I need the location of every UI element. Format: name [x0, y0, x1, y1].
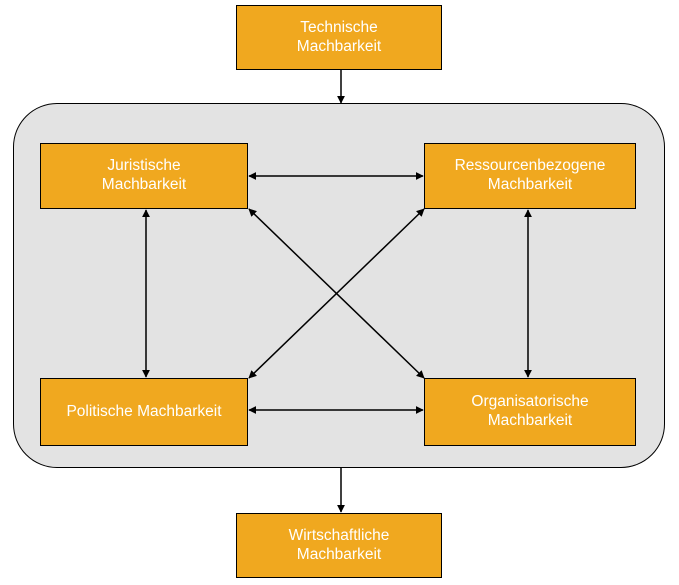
node-label: Wirtschaftliche Machbarkeit — [288, 526, 390, 563]
node-label: Politische Machbarkeit — [66, 402, 222, 420]
node-technische-machbarkeit: Technische Machbarkeit — [236, 5, 442, 70]
node-organisatorische-machbarkeit: Organisatorische Machbarkeit — [424, 378, 636, 446]
node-ressourcenbezogene-machbarkeit: Ressourcenbezogene Machbarkeit — [424, 143, 636, 209]
node-label: Juristische Machbarkeit — [101, 157, 187, 193]
node-label: Organisatorische Machbarkeit — [471, 393, 589, 429]
node-wirtschaftliche-machbarkeit: Wirtschaftliche Machbarkeit — [236, 513, 442, 578]
node-label: Technische Machbarkeit — [296, 18, 382, 55]
node-label: Ressourcenbezogene Machbarkeit — [454, 157, 606, 193]
node-politische-machbarkeit: Politische Machbarkeit — [40, 378, 248, 446]
node-juristische-machbarkeit: Juristische Machbarkeit — [40, 143, 248, 209]
